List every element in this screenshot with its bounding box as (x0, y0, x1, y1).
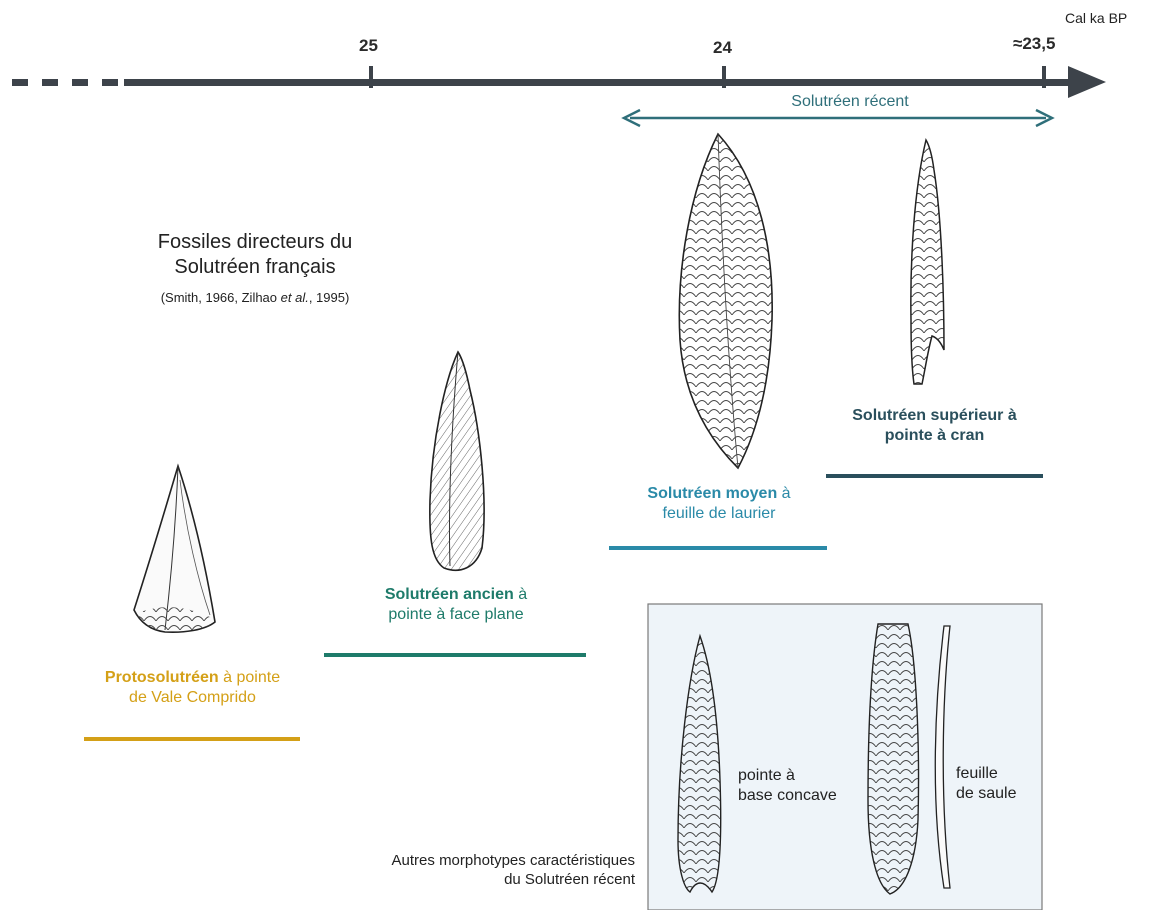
tick-24 (722, 66, 726, 88)
moyen-desc-line2: feuille de laurier (600, 504, 838, 524)
moyen-desc-inline: à (777, 485, 790, 502)
tick-25 (369, 66, 373, 88)
title-citation: (Smith, 1966, Zilhao et al., 1995) (100, 290, 410, 306)
proto-desc-line2: de Vale Comprido (60, 688, 325, 708)
timeline-axis (124, 79, 1074, 86)
willow-leaf-line-1: feuille (956, 764, 1017, 784)
other-types-caption-line-1: Autres morphotypes caractéristiques (290, 852, 635, 871)
willow-leaf-face-drawing (868, 624, 919, 894)
concave-base-line-2: base concave (738, 786, 837, 806)
recent-span-arrow (624, 110, 1052, 126)
tick-label-23-5: ≈23,5 (1013, 33, 1055, 54)
willow-leaf-line-2: de saule (956, 784, 1017, 804)
proto-desc-inline: à pointe (219, 669, 280, 686)
axis-unit-label: Cal ka BP (1065, 10, 1127, 28)
diagram-title: Fossiles directeurs du Solutréen françai… (110, 230, 400, 280)
citation-pre: (Smith, 1966, Zilhao (161, 290, 281, 305)
proto-label: Protosolutréen à pointe de Vale Comprido (60, 668, 325, 708)
timeline-arrowhead (1068, 66, 1106, 98)
moyen-name: Solutréen moyen (647, 485, 777, 502)
concave-base-label: pointe à base concave (738, 766, 837, 806)
recent-span-label: Solutréen récent (740, 92, 960, 112)
moyen-bar (609, 546, 827, 550)
citation-italic: et al. (281, 290, 309, 305)
tick-label-24: 24 (713, 37, 732, 58)
willow-leaf-label: feuille de saule (956, 764, 1017, 804)
other-types-caption: Autres morphotypes caractéristiques du S… (290, 852, 635, 890)
title-line-2: Solutréen français (110, 255, 400, 280)
citation-post: , 1995) (309, 290, 349, 305)
concave-base-line-1: pointe à (738, 766, 837, 786)
tick-label-25: 25 (359, 35, 378, 56)
proto-bar (84, 737, 300, 741)
superieur-label: Solutréen supérieur à pointe à cran (812, 406, 1057, 446)
ancien-desc-inline: à (514, 586, 527, 603)
ancien-desc-line2: pointe à face plane (325, 605, 587, 625)
proto-name: Protosolutréen (105, 669, 219, 686)
superieur-name: Solutréen supérieur à (852, 407, 1017, 424)
superieur-point-drawing (911, 140, 944, 384)
timeline-dashes (12, 79, 118, 86)
proto-point-drawing (134, 466, 215, 632)
ancien-point-drawing (430, 352, 484, 570)
superieur-desc-line2: pointe à cran (885, 427, 985, 444)
ancien-label: Solutréen ancien à pointe à face plane (325, 585, 587, 625)
other-types-caption-line-2: du Solutréen récent (290, 871, 635, 890)
tick-23-5 (1042, 66, 1046, 88)
ancien-bar (324, 653, 586, 657)
moyen-label: Solutréen moyen à feuille de laurier (600, 484, 838, 524)
ancien-name: Solutréen ancien (385, 586, 514, 603)
moyen-leaf-drawing (679, 134, 772, 468)
superieur-bar (826, 474, 1043, 478)
title-line-1: Fossiles directeurs du (110, 230, 400, 255)
